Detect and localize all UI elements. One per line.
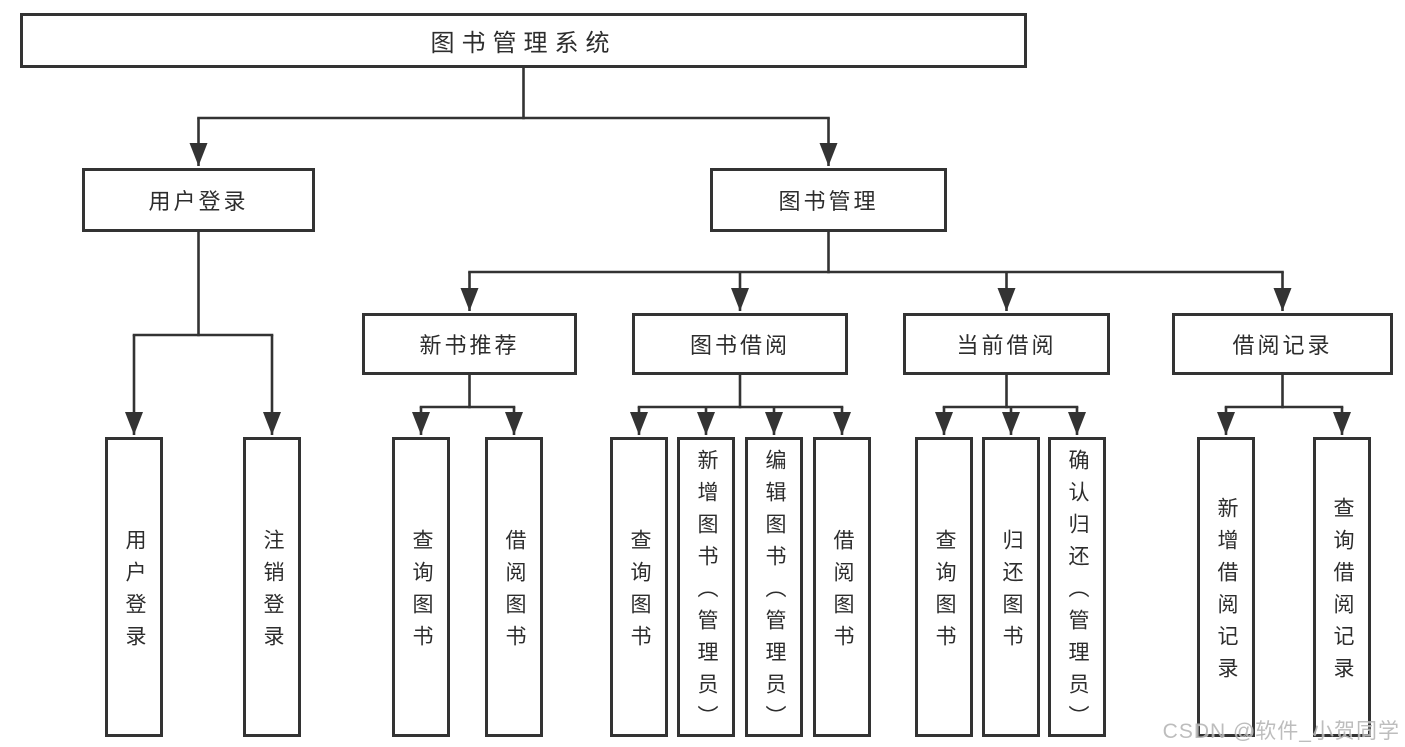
connector-user-login-to-leaves: [125, 230, 281, 435]
connector-root-to-level1: [189, 66, 838, 166]
leaf-edit-book-admin: 编辑图书（管理员）: [745, 437, 803, 737]
node-current-borrow: 当前借阅: [903, 313, 1110, 375]
leaf-query-books-recommend: 查询图书: [392, 437, 450, 737]
leaf-add-borrow-record-label: 新增借阅记录: [1215, 496, 1238, 689]
node-borrow-records: 借阅记录: [1172, 313, 1393, 375]
leaf-borrow-books: 借阅图书: [813, 437, 871, 737]
leaf-query-books-borrow: 查询图书: [610, 437, 668, 737]
connector-book-borrow-to-leaves: [630, 373, 851, 435]
leaf-query-books-current-label: 查询图书: [933, 528, 956, 657]
connector-current-borrow-to-leaves: [935, 373, 1086, 435]
node-library-management-system: 图书管理系统: [20, 13, 1027, 68]
node-library-management-system-label: 图书管理系统: [430, 30, 617, 57]
leaf-add-book-admin: 新增图书（管理员）: [677, 437, 735, 737]
leaf-query-borrow-record: 查询借阅记录: [1313, 437, 1371, 737]
leaf-borrow-books-label: 借阅图书: [831, 528, 854, 657]
leaf-borrow-books-recommend-label: 借阅图书: [503, 528, 526, 657]
leaf-query-borrow-record-label: 查询借阅记录: [1331, 496, 1354, 689]
leaf-confirm-return-admin-label: 确认归还（管理员）: [1066, 448, 1089, 737]
connector-new-book-recommend-to-leaves: [412, 373, 523, 435]
connector-borrow-records-to-leaves: [1217, 373, 1351, 435]
node-book-borrow: 图书借阅: [632, 313, 848, 375]
node-current-borrow-label: 当前借阅: [956, 333, 1057, 358]
leaf-logout-label: 注销登录: [261, 528, 284, 657]
node-user-login: 用户登录: [82, 168, 315, 232]
leaf-user-login: 用户登录: [105, 437, 163, 737]
csdn-watermark: CSDN @软件_小贺同学: [1162, 720, 1400, 743]
leaf-return-book-label: 归还图书: [1000, 528, 1023, 657]
node-new-book-recommend: 新书推荐: [362, 313, 577, 375]
leaf-add-book-admin-label: 新增图书（管理员）: [695, 448, 718, 737]
node-book-borrow-label: 图书借阅: [689, 333, 790, 358]
leaf-query-books-current: 查询图书: [915, 437, 973, 737]
node-book-management-label: 图书管理: [778, 189, 879, 214]
leaf-user-login-label: 用户登录: [123, 528, 146, 657]
leaf-query-books-recommend-label: 查询图书: [410, 528, 433, 657]
leaf-borrow-books-recommend: 借阅图书: [485, 437, 543, 737]
node-new-book-recommend-label: 新书推荐: [419, 333, 520, 358]
connector-book-management-to-level2: [460, 230, 1292, 311]
node-borrow-records-label: 借阅记录: [1232, 333, 1333, 358]
leaf-logout: 注销登录: [243, 437, 301, 737]
node-user-login-label: 用户登录: [148, 189, 249, 214]
leaf-query-books-borrow-label: 查询图书: [628, 528, 651, 657]
node-book-management: 图书管理: [710, 168, 947, 232]
leaf-edit-book-admin-label: 编辑图书（管理员）: [763, 448, 786, 737]
leaf-confirm-return-admin: 确认归还（管理员）: [1048, 437, 1106, 737]
leaf-add-borrow-record: 新增借阅记录: [1197, 437, 1255, 737]
leaf-return-book: 归还图书: [982, 437, 1040, 737]
